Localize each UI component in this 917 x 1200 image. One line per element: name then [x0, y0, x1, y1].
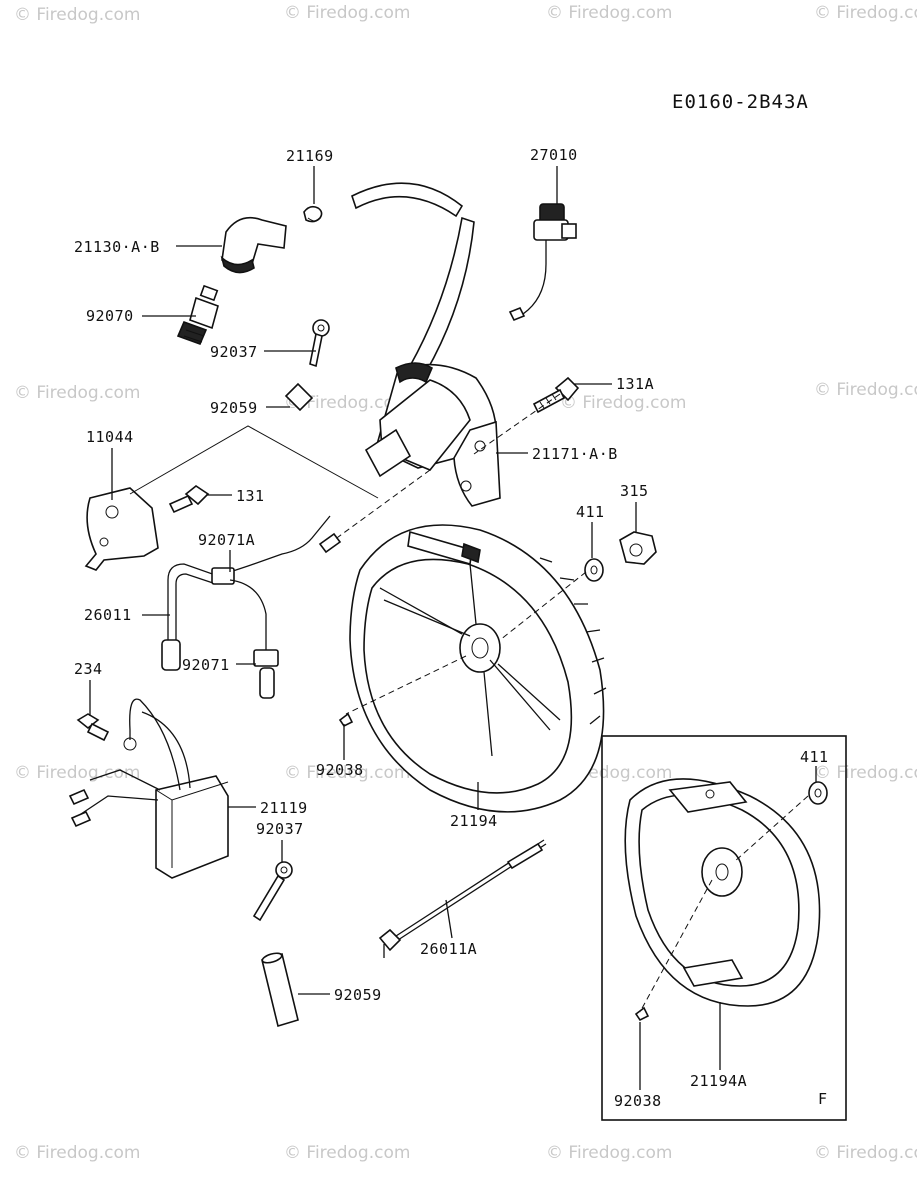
diagram-code: E0160-2B43A [672, 91, 809, 113]
part-92037-terminal-a [309, 319, 330, 368]
label-11044: 11044 [86, 428, 134, 446]
watermark: © Firedog.com [546, 1143, 672, 1163]
part-labels: 21169 27010 21130·A·B 92070 92037 92059 … [74, 146, 829, 1110]
label-92070: 92070 [86, 307, 134, 325]
part-92059-sleeve-a [284, 382, 314, 412]
label-92059-b: 92059 [334, 986, 382, 1004]
watermark: © Firedog.com [284, 393, 410, 413]
part-hose [351, 182, 475, 373]
watermark: © Firedog.com [14, 5, 140, 25]
label-92037-a: 92037 [210, 343, 258, 361]
watermark: © Firedog.com [14, 763, 140, 783]
label-27010: 27010 [530, 146, 578, 164]
part-411-washer-b [808, 781, 828, 805]
label-92071: 92071 [182, 656, 230, 674]
watermarks: © Firedog.com © Firedog.com © Firedog.co… [14, 3, 917, 1163]
inset-letter: F [818, 1090, 828, 1108]
watermark: © Firedog.com [814, 3, 917, 23]
part-92037-terminal-b [252, 861, 293, 922]
label-21194: 21194 [450, 812, 498, 830]
watermark: © Firedog.com [284, 1143, 410, 1163]
part-26011A-lead [378, 839, 547, 958]
watermark: © Firedog.com [814, 763, 917, 783]
label-21130: 21130·A·B [74, 238, 160, 256]
label-26011A: 26011A [420, 940, 477, 958]
part-411-washer-a [584, 558, 604, 582]
label-26011: 26011 [84, 606, 132, 624]
label-411-a: 411 [576, 503, 605, 521]
label-92059-a: 92059 [210, 399, 258, 417]
label-234: 234 [74, 660, 103, 678]
part-21119-igniter [68, 698, 229, 879]
part-234-bolt [76, 713, 110, 742]
watermark: © Firedog.com [814, 380, 917, 400]
inset-frame [601, 735, 847, 1121]
part-21130-plug-cap [220, 216, 287, 274]
label-92071A: 92071A [198, 531, 255, 549]
reference-lines [129, 393, 809, 1013]
part-21171-ignition-coil [364, 362, 501, 507]
watermark: © Firedog.com [546, 3, 672, 23]
part-92059-sleeve-b [261, 952, 299, 1028]
part-21194A-flywheel [624, 778, 821, 1022]
part-21169-clip [303, 205, 323, 223]
part-27010-switch [508, 203, 577, 322]
part-21194-flywheel [338, 524, 607, 813]
label-411-b: 411 [800, 748, 829, 766]
label-131: 131 [236, 487, 265, 505]
label-21194A: 21194A [690, 1072, 747, 1090]
part-26011-harness [161, 515, 342, 699]
label-92038-a: 92038 [316, 761, 364, 779]
watermark: © Firedog.com [284, 3, 410, 23]
watermark: © Firedog.com [14, 1143, 140, 1163]
watermark: © Firedog.com [284, 763, 410, 783]
part-92070-spark-plug [176, 284, 219, 346]
label-21169: 21169 [286, 147, 334, 165]
part-131-bolt [168, 485, 210, 514]
label-315: 315 [620, 482, 649, 500]
label-21119: 21119 [260, 799, 308, 817]
label-92038-b: 92038 [614, 1092, 662, 1110]
label-21171: 21171·A·B [532, 445, 618, 463]
label-92037-b: 92037 [256, 820, 304, 838]
leader-lines [89, 166, 817, 1090]
watermark: © Firedog.com [14, 383, 140, 403]
part-11044-bracket [84, 487, 159, 571]
label-131A: 131A [616, 375, 654, 393]
watermark: © Firedog.com [560, 393, 686, 413]
part-315-nut [619, 531, 657, 565]
watermark: © Firedog.com [814, 1143, 917, 1163]
